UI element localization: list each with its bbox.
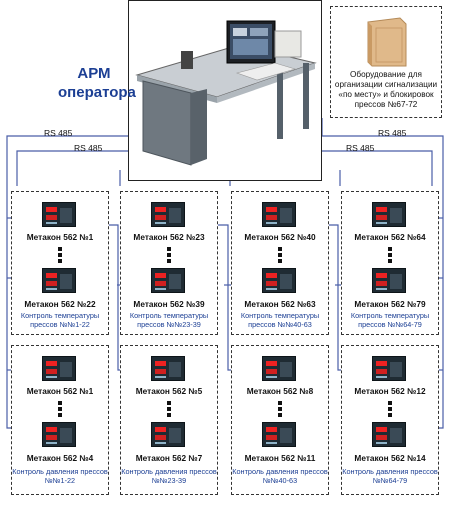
meter-icon — [42, 268, 76, 293]
group-caption: Контроль давления прессов №№23-39 — [121, 467, 217, 485]
meter-icon — [151, 202, 185, 227]
ellipsis-dots — [58, 247, 62, 265]
ellipsis-dots — [388, 401, 392, 419]
device-last-label: Метакон 562 №7 — [135, 453, 203, 463]
meter-icon — [262, 202, 296, 227]
meter-icon — [262, 268, 296, 293]
device-first-label: Метакон 562 №23 — [133, 232, 205, 242]
meter-icon — [151, 356, 185, 381]
ellipsis-dots — [58, 401, 62, 419]
meter-icon — [42, 202, 76, 227]
temperature-group-3: Метакон 562 №40 Метакон 562 №63 Контроль… — [231, 191, 329, 335]
ellipsis-dots — [278, 247, 282, 265]
cabinet-label: Оборудование для организации сигнализаци… — [334, 70, 438, 109]
rs485-label-right-upper: RS 485 — [378, 128, 407, 138]
meter-icon — [151, 268, 185, 293]
device-first-label: Метакон 562 №64 — [354, 232, 426, 242]
device-first-label: Метакон 562 №1 — [26, 232, 94, 242]
pressure-group-1: Метакон 562 №1 Метакон 562 №4 Контроль д… — [11, 345, 109, 495]
operator-desk-icon — [135, 20, 317, 166]
group-caption: Контроль температуры прессов №№64-79 — [350, 311, 430, 329]
meter-icon — [262, 422, 296, 447]
meter-icon — [372, 268, 406, 293]
pressure-group-4: Метакон 562 №12 Метакон 562 №14 Контроль… — [341, 345, 439, 495]
pressure-group-2: Метакон 562 №5 Метакон 562 №7 Контроль д… — [120, 345, 218, 495]
ellipsis-dots — [388, 247, 392, 265]
ellipsis-dots — [278, 401, 282, 419]
group-caption: Контроль давления прессов №№64-79 — [342, 467, 438, 485]
device-first-label: Метакон 562 №1 — [26, 386, 94, 396]
meter-icon — [372, 202, 406, 227]
cabinet-frame — [330, 6, 442, 118]
group-caption: Контроль температуры прессов №№1-22 — [20, 311, 100, 329]
device-last-label: Метакон 562 №63 — [244, 299, 316, 309]
temperature-group-2: Метакон 562 №23 Метакон 562 №39 Контроль… — [120, 191, 218, 335]
rs485-label-left-lower: RS 485 — [74, 143, 103, 153]
device-first-label: Метакон 562 №8 — [246, 386, 314, 396]
meter-icon — [42, 422, 76, 447]
rs485-label-right-lower: RS 485 — [346, 143, 375, 153]
device-last-label: Метакон 562 №22 — [24, 299, 96, 309]
workstation-title: АРМ оператора — [58, 64, 136, 102]
group-caption: Контроль давления прессов №№40-63 — [232, 467, 328, 485]
pressure-group-3: Метакон 562 №8 Метакон 562 №11 Контроль … — [231, 345, 329, 495]
device-last-label: Метакон 562 №11 — [244, 453, 316, 463]
device-first-label: Метакон 562 №40 — [244, 232, 316, 242]
ellipsis-dots — [167, 401, 171, 419]
group-caption: Контроль температуры прессов №№23-39 — [129, 311, 209, 329]
meter-icon — [42, 356, 76, 381]
device-last-label: Метакон 562 №39 — [133, 299, 205, 309]
ellipsis-dots — [167, 247, 171, 265]
device-last-label: Метакон 562 №79 — [354, 299, 426, 309]
device-first-label: Метакон 562 №12 — [354, 386, 426, 396]
cabinet-icon — [367, 17, 407, 67]
device-last-label: Метакон 562 №14 — [354, 453, 426, 463]
group-caption: Контроль температуры прессов №№40-63 — [240, 311, 320, 329]
workstation-title-line2: оператора — [58, 84, 136, 101]
device-first-label: Метакон 562 №5 — [135, 386, 203, 396]
meter-icon — [372, 356, 406, 381]
meter-icon — [372, 422, 406, 447]
workstation-title-line1: АРМ — [77, 65, 111, 82]
meter-icon — [151, 422, 185, 447]
device-last-label: Метакон 562 №4 — [26, 453, 94, 463]
rs485-label-left-upper: RS 485 — [44, 128, 73, 138]
meter-icon — [262, 356, 296, 381]
temperature-group-4: Метакон 562 №64 Метакон 562 №79 Контроль… — [341, 191, 439, 335]
workstation-image — [128, 0, 322, 181]
temperature-group-1: Метакон 562 №1 Метакон 562 №22 Контроль … — [11, 191, 109, 335]
group-caption: Контроль давления прессов №№1-22 — [12, 467, 108, 485]
